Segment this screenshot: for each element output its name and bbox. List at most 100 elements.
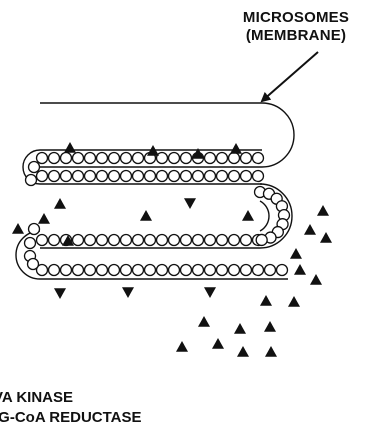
enzyme-triangle-icon [320, 232, 332, 243]
enzyme-triangle-icon [310, 274, 322, 285]
enzyme-triangle-icon [38, 213, 50, 224]
membrane-particle [205, 265, 216, 276]
membrane-particle [97, 171, 108, 182]
enzyme-triangle-icon [265, 346, 277, 357]
membrane-particle [29, 162, 40, 173]
enzyme-triangle-icon [198, 316, 210, 327]
enzyme-triangle-icon [12, 223, 24, 234]
membrane-particle [256, 234, 267, 245]
membrane-particle [181, 153, 192, 164]
membrane-particle [49, 235, 60, 246]
membrane-fold-right-inner [260, 201, 269, 231]
enzyme-triangle-icon [176, 341, 188, 352]
membrane-particle [193, 171, 204, 182]
legend-label-reductase: IG-CoA REDUCTASE [0, 408, 142, 428]
membrane-particle [157, 153, 168, 164]
membrane-particle [61, 265, 72, 276]
membrane-particle [157, 265, 168, 276]
enzyme-triangle-icon [290, 248, 302, 259]
membrane-particle [121, 153, 132, 164]
membrane-particle [133, 265, 144, 276]
membrane-particle [169, 235, 180, 246]
membrane-particle [26, 175, 37, 186]
enzyme-triangle-icon [204, 287, 216, 298]
membrane-particle [121, 265, 132, 276]
membrane-particle [217, 265, 228, 276]
membrane-particle [85, 235, 96, 246]
membrane-particle [85, 265, 96, 276]
membrane-particle [121, 235, 132, 246]
callout-arrow [262, 52, 318, 101]
membrane-particle [253, 171, 264, 182]
membrane-particle [169, 265, 180, 276]
membrane-particle [37, 235, 48, 246]
membrane-particle [181, 171, 192, 182]
enzyme-triangle-icon [294, 264, 306, 275]
membrane-particle [109, 235, 120, 246]
membrane-particle [37, 171, 48, 182]
membrane-particle [73, 171, 84, 182]
enzyme-triangle-icon [260, 295, 272, 306]
membrane-particle [61, 153, 72, 164]
membrane-particle [49, 265, 60, 276]
membrane-particle [133, 171, 144, 182]
membrane-particle [205, 171, 216, 182]
membrane-particle [73, 153, 84, 164]
membrane-particle [37, 153, 48, 164]
enzyme-triangle-icon [122, 287, 134, 298]
membrane-particle [229, 265, 240, 276]
membrane-particle [241, 171, 252, 182]
enzyme-triangle-icon [242, 210, 254, 221]
membrane-particle [193, 235, 204, 246]
membrane-particle [121, 171, 132, 182]
membrane-particle [29, 224, 40, 235]
legend: VA KINASE IG-CoA REDUCTASE [0, 388, 380, 428]
membrane-particle [193, 265, 204, 276]
membrane-particle [85, 153, 96, 164]
membrane-particle [205, 153, 216, 164]
membrane-particle [241, 153, 252, 164]
membrane-particle [181, 235, 192, 246]
enzyme-triangle-icon [212, 338, 224, 349]
membrane-particle [25, 238, 36, 249]
enzyme-triangle-icon [230, 143, 242, 154]
enzyme-triangle-icon [264, 321, 276, 332]
membrane-particle [73, 235, 84, 246]
membrane-particle [241, 265, 252, 276]
membrane-particle [229, 171, 240, 182]
membrane-particle [253, 153, 264, 164]
enzyme-triangle-icon [64, 142, 76, 153]
membrane-particle [109, 265, 120, 276]
enzyme-triangle-icon [237, 346, 249, 357]
membrane-particle [145, 171, 156, 182]
enzyme-triangle-icon [288, 296, 300, 307]
membrane-particle [277, 265, 288, 276]
enzyme-triangle-icon [234, 323, 246, 334]
membrane-particle [85, 171, 96, 182]
membrane-particle [97, 235, 108, 246]
enzyme-triangle-icon [140, 210, 152, 221]
membrane-particle [169, 171, 180, 182]
legend-label-kinase: VA KINASE [0, 388, 73, 408]
membrane-particle [241, 235, 252, 246]
membrane-particle [157, 171, 168, 182]
membrane-particle [133, 235, 144, 246]
membrane-particle [217, 235, 228, 246]
enzyme-triangle-icon [317, 205, 329, 216]
membrane-particle [109, 153, 120, 164]
membrane-particle [217, 171, 228, 182]
membrane-particle [133, 153, 144, 164]
membrane-fold [16, 103, 294, 279]
membrane-particle [229, 153, 240, 164]
membrane-particle [145, 265, 156, 276]
enzyme-triangle-icon [184, 198, 196, 209]
membrane-particle [97, 265, 108, 276]
membrane-particle [169, 153, 180, 164]
membrane-particle [157, 235, 168, 246]
membrane-particle [28, 259, 39, 270]
membrane-particle [217, 153, 228, 164]
membrane-particle [265, 265, 276, 276]
enzyme-triangle-icon [304, 224, 316, 235]
legend-item-kinase: VA KINASE [0, 388, 380, 408]
